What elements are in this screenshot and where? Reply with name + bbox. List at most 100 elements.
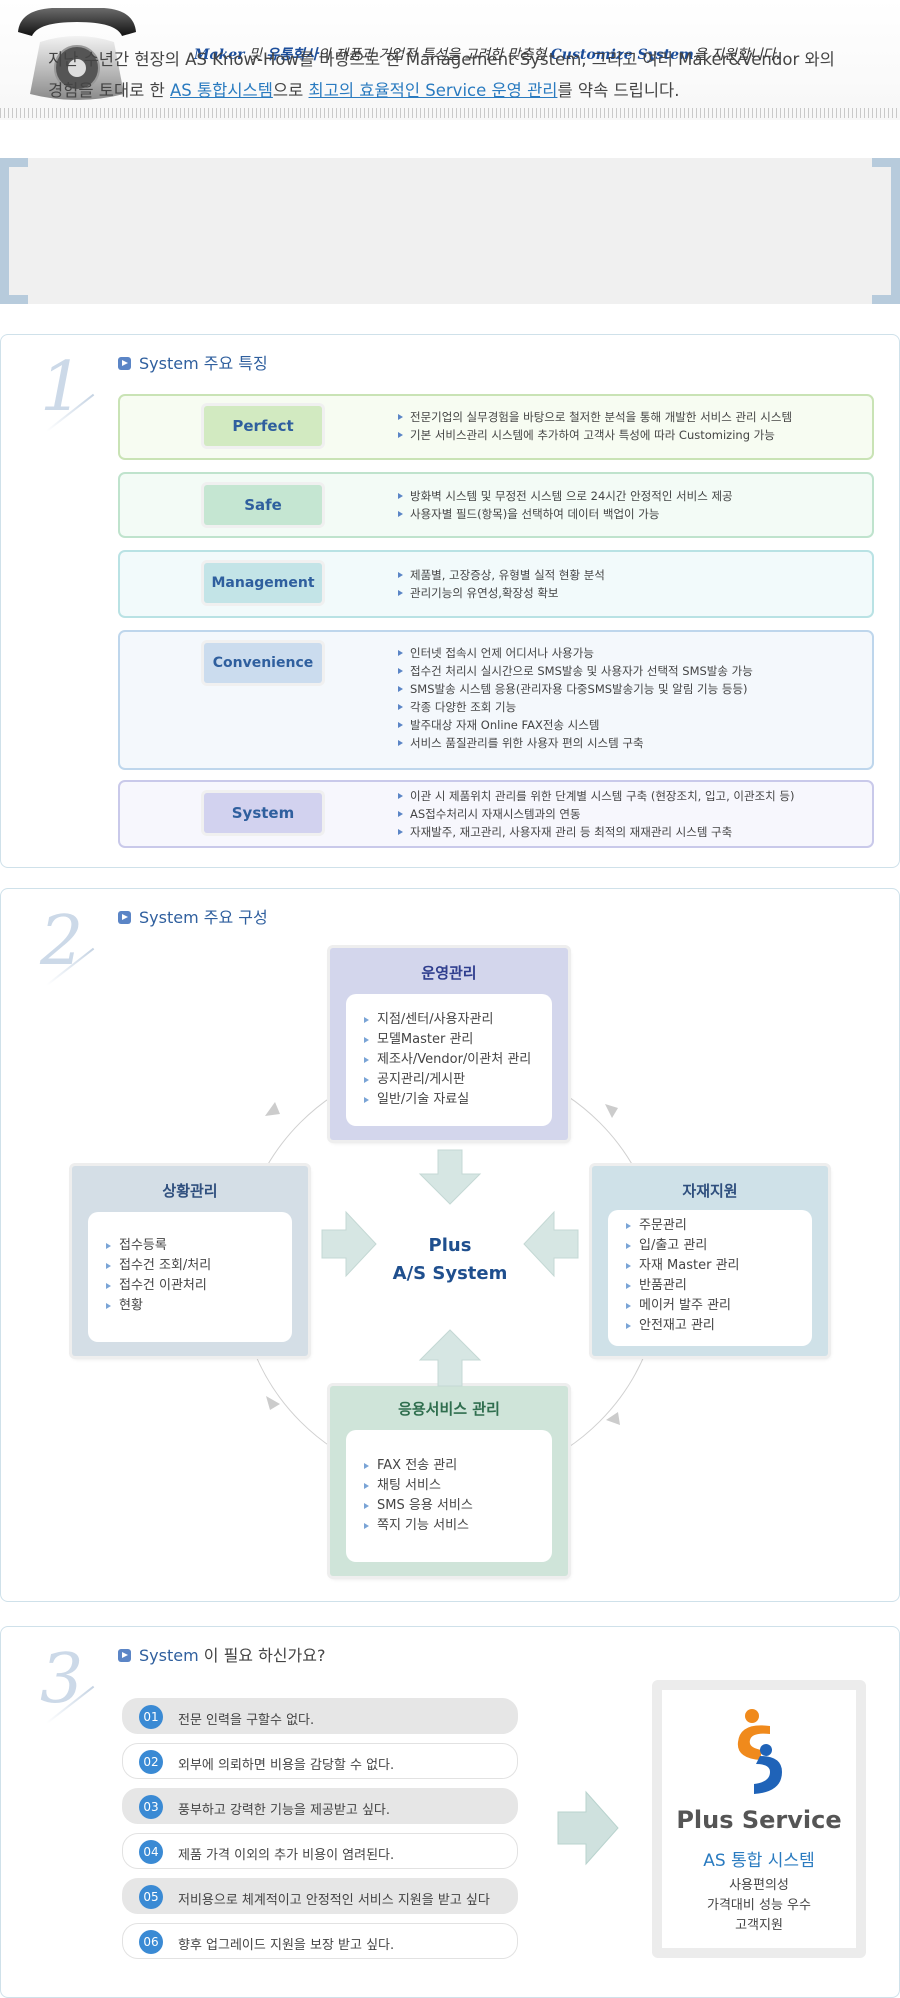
intro-line2-a: 경험을 토대로 한 [48, 81, 170, 100]
cycle-arrowheads [265, 1102, 620, 1425]
tagline-system: Customize System [550, 47, 694, 63]
need-number: 06 [139, 1930, 163, 1954]
box-app-services-title: 응용서비스 관리 [398, 1400, 500, 1418]
section1-title-text: System 주요 특징 [139, 354, 268, 373]
tagline-part1: 및 [244, 47, 267, 63]
list-item: 일반/기술 자료실 [362, 1090, 531, 1110]
feature-list-system: 이관 시 제품위치 관리를 위한 단계별 시스템 구축 (현장조치, 입고, 이… [396, 787, 794, 841]
tagline-brand: Maker [194, 47, 245, 63]
list-item: 채팅 서비스 [362, 1476, 473, 1496]
need-item-03: 03 풍부하고 강력한 기능을 제공받고 싶다. [122, 1788, 518, 1824]
feature-badge-safe: Safe [204, 485, 322, 525]
need-text: 외부에 의뢰하면 비용을 감당할 수 없다. [178, 1758, 395, 1773]
list-item: 이관 시 제품위치 관리를 위한 단계별 시스템 구축 (현장조치, 입고, 이… [396, 787, 794, 805]
section1-number: 1 [40, 348, 84, 427]
list-item: 지점/센터/사용자관리 [362, 1010, 531, 1030]
box-status-list: 접수등록 접수건 조회/처리 접수건 이관처리 현황 [104, 1236, 211, 1316]
list-item: 메이커 발주 관리 [624, 1296, 740, 1316]
list-item: 접수건 이관처리 [104, 1276, 211, 1296]
box-materials-inner: 주문관리 입/출고 관리 자재 Master 관리 반품관리 메이커 발주 관리… [608, 1210, 812, 1346]
need-text: 풍부하고 강력한 기능을 제공받고 싶다. [178, 1803, 391, 1818]
box-app-services: 응용서비스 관리 FAX 전송 관리 채팅 서비스 SMS 응용 서비스 쪽지 … [330, 1386, 568, 1576]
need-number: 05 [139, 1885, 163, 1909]
need-item-06: 06 향후 업그레이드 지원을 보장 받고 싶다. [122, 1923, 518, 1959]
list-item: 발주대상 자재 Online FAX전송 시스템 [396, 716, 753, 734]
list-item: 접수등록 [104, 1236, 211, 1256]
list-item: SMS발송 시스템 응용(관리자용 다중SMS발송기능 및 알림 기능 등등) [396, 680, 753, 698]
list-item: 입/출고 관리 [624, 1236, 740, 1256]
list-item: 제조사/Vendor/이관처 관리 [362, 1050, 531, 1070]
header-tagline: Maker 및 유통회사의 제품과 기업적 특성을 고려한 맞춤형 Custom… [194, 44, 780, 64]
header-dotted-divider [0, 108, 900, 118]
list-item: 사용자별 필드(항목)을 선택하여 데이터 백업이 가능 [396, 505, 733, 523]
center-label: Plus A/S System [370, 1232, 530, 1288]
plus-service-logo-icon [737, 1709, 782, 1794]
cycle-arrowhead-top-right [605, 1104, 618, 1118]
section2-title: System 주요 구성 [118, 904, 268, 928]
list-item: FAX 전송 관리 [362, 1456, 473, 1476]
plus-service-line: 가격대비 성능 우수 [707, 1898, 811, 1913]
list-item: 접수건 처리시 실시간으로 SMS발송 및 사용자가 선택적 SMS발송 가능 [396, 662, 753, 680]
intro-link-service[interactable]: 최고의 효율적인 Service 운영 관리 [308, 81, 558, 100]
feature-badge-system: System [204, 793, 322, 833]
need-number: 02 [139, 1750, 163, 1774]
list-item: 반품관리 [624, 1276, 740, 1296]
list-item: AS접수처리시 자재시스템과의 연동 [396, 805, 794, 823]
section3-title-b: 이 필요 하신가요? [198, 1646, 326, 1665]
intro-line2: 경험을 토대로 한 AS 통합시스템으로 최고의 효율적인 Service 운영… [48, 75, 868, 106]
arrow-right-big-icon [557, 1790, 619, 1866]
list-item: 모델Master 관리 [362, 1030, 531, 1050]
plus-service-name: Plus Service [676, 1806, 842, 1834]
intro-bracket-right [872, 158, 900, 304]
need-item-02: 02 외부에 의뢰하면 비용을 감당할 수 없다. [122, 1743, 518, 1779]
box-app-services-list: FAX 전송 관리 채팅 서비스 SMS 응용 서비스 쪽지 기능 서비스 [362, 1456, 473, 1536]
list-item: 각종 다양한 조회 기능 [396, 698, 753, 716]
section1-title: System 주요 특징 [118, 350, 268, 374]
play-bullet-icon [118, 357, 131, 370]
box-status-inner: 접수등록 접수건 조회/처리 접수건 이관처리 현황 [88, 1212, 292, 1342]
plus-service-lines: 사용편의성 가격대비 성능 우수 고객지원 [652, 1876, 866, 1936]
feature-badge-management: Management [204, 563, 322, 603]
box-materials-list: 주문관리 입/출고 관리 자재 Master 관리 반품관리 메이커 발주 관리… [624, 1216, 740, 1336]
need-text: 저비용으로 체계적이고 안정적인 서비스 지원을 받고 싶다 [178, 1893, 490, 1908]
feature-list-convenience: 인터넷 접속시 언제 어디서나 사용가능 접수건 처리시 실시간으로 SMS발송… [396, 644, 753, 752]
box-status-title: 상황관리 [162, 1182, 218, 1200]
need-number: 01 [139, 1705, 163, 1729]
box-operations-list: 지점/센터/사용자관리 모델Master 관리 제조사/Vendor/이관처 관… [362, 1010, 531, 1110]
play-bullet-icon [118, 1649, 131, 1662]
need-text: 향후 업그레이드 지원을 보장 받고 싶다. [178, 1938, 395, 1953]
plus-service-card [652, 1680, 866, 1958]
tagline-vendor: 유통회사 [266, 47, 318, 63]
box-operations: 운영관리 지점/센터/사용자관리 모델Master 관리 제조사/Vendor/… [330, 948, 568, 1140]
arrow-left-icon [523, 1210, 579, 1278]
feature-list-management: 제품별, 고장증상, 유형별 실적 현황 분석 관리기능의 유연성,확장성 확보 [396, 566, 605, 602]
plus-service-line: 고객지원 [735, 1918, 783, 1933]
box-operations-inner: 지점/센터/사용자관리 모델Master 관리 제조사/Vendor/이관처 관… [346, 994, 552, 1126]
list-item: 공지관리/게시판 [362, 1070, 531, 1090]
cycle-arrowhead-bottom-left [266, 1396, 280, 1410]
intro-line2-b: 으로 [272, 81, 309, 100]
list-item: 서비스 품질관리를 위한 사용자 편의 시스템 구축 [396, 734, 753, 752]
tagline-part3: 을 지원합니다. [693, 47, 781, 63]
need-text: 제품 가격 이외의 추가 비용이 염려된다. [178, 1848, 395, 1863]
need-number: 03 [139, 1795, 163, 1819]
header-banner: Maker 및 유통회사의 제품과 기업적 특성을 고려한 맞춤형 Custom… [0, 0, 900, 120]
cycle-arrowhead-bottom-right [606, 1412, 620, 1425]
list-item: 쪽지 기능 서비스 [362, 1516, 473, 1536]
plus-service-line: 사용편의성 [729, 1878, 789, 1893]
list-item: 전문기업의 실무경험을 바탕으로 철저한 분석을 통해 개발한 서비스 관리 시… [396, 408, 792, 426]
section3-title: System 이 필요 하신가요? [118, 1642, 325, 1666]
center-label-line2: A/S System [392, 1263, 508, 1284]
box-materials-title: 자재지원 [682, 1182, 738, 1200]
intro-line2-c: 를 약속 드립니다. [557, 81, 680, 100]
box-status: 상황관리 접수등록 접수건 조회/처리 접수건 이관처리 현황 [72, 1166, 308, 1356]
feature-badge-perfect: Perfect [204, 406, 322, 446]
list-item: 기본 서비스관리 시스템에 추가하여 고객사 특성에 따라 Customizin… [396, 426, 792, 444]
list-item: 제품별, 고장증상, 유형별 실적 현황 분석 [396, 566, 605, 584]
list-item: 방화벽 시스템 및 무정전 시스템 으로 24시간 안정적인 서비스 제공 [396, 487, 733, 505]
center-label-line1: Plus [428, 1235, 472, 1256]
list-item: SMS 응용 서비스 [362, 1496, 473, 1516]
intro-link-as-system[interactable]: AS 통합시스템 [170, 81, 273, 100]
